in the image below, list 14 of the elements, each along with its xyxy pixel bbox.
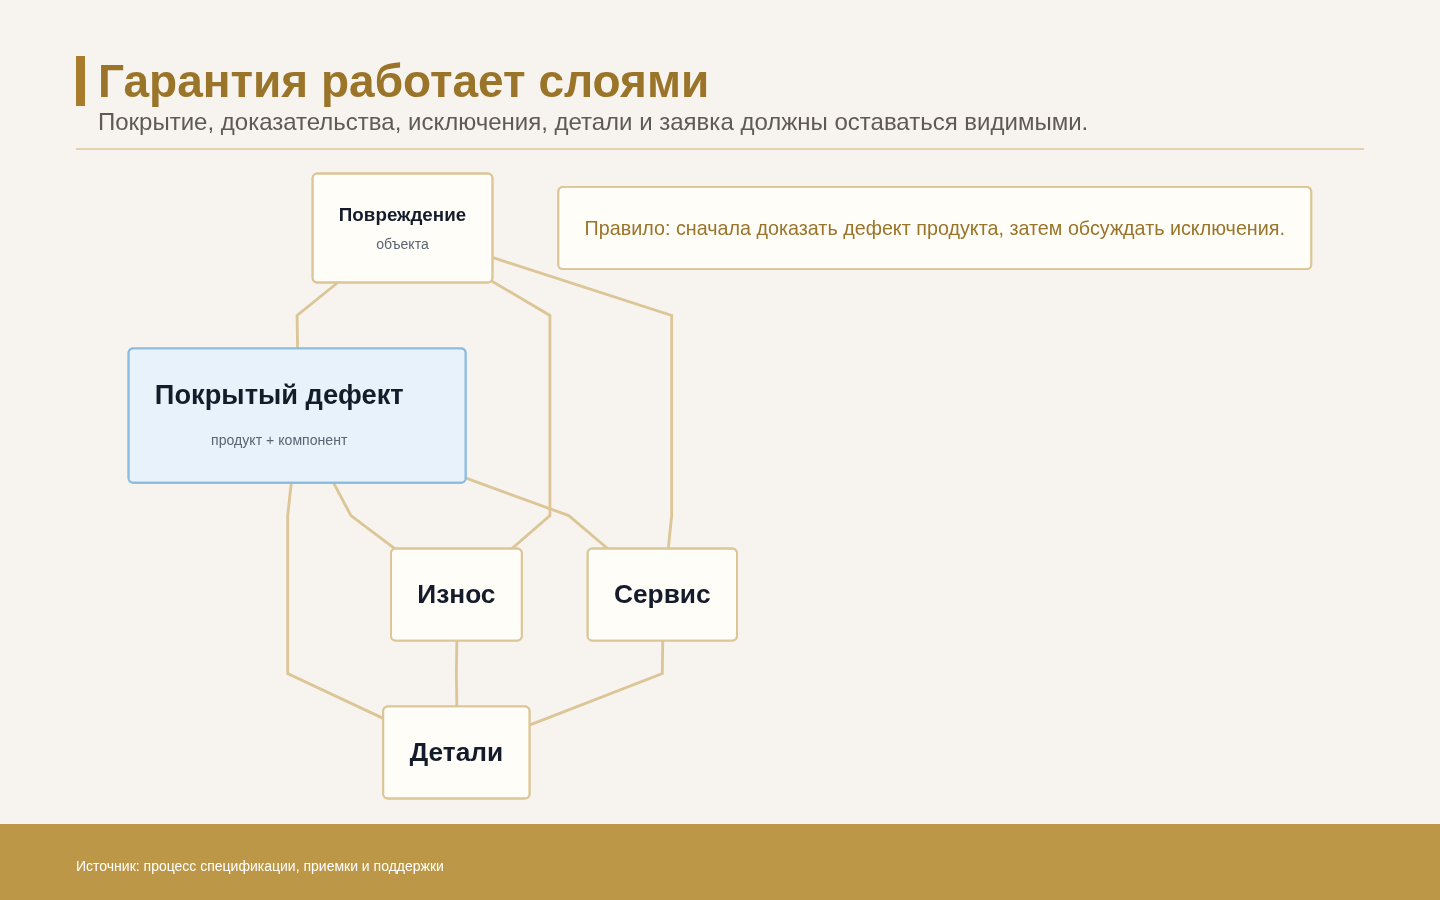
subtitle: Покрытие, доказательства, исключения, детали и заявка должны оставаться видимыми. xyxy=(98,108,1089,136)
connector-line xyxy=(295,281,339,349)
rule-box: Правило: сначала доказать дефект продукта, затем обсуждать исключения. xyxy=(557,185,1313,271)
connector-line xyxy=(455,641,459,707)
connector-line xyxy=(492,256,674,550)
topic-box: Износ xyxy=(390,547,523,642)
source-note: Источник: процесс спецификации, приемки и поддержки xyxy=(76,858,444,874)
connector-line xyxy=(332,482,397,551)
connector-line xyxy=(529,641,665,727)
topic-box: Детали xyxy=(382,705,531,800)
topic-box: Сервис xyxy=(586,547,738,642)
hub-box: Покрытый дефект продукт + компонент xyxy=(127,347,467,484)
title: Гарантия работает слоями xyxy=(98,54,710,108)
topic-box: Повреждение объекта xyxy=(311,172,494,284)
